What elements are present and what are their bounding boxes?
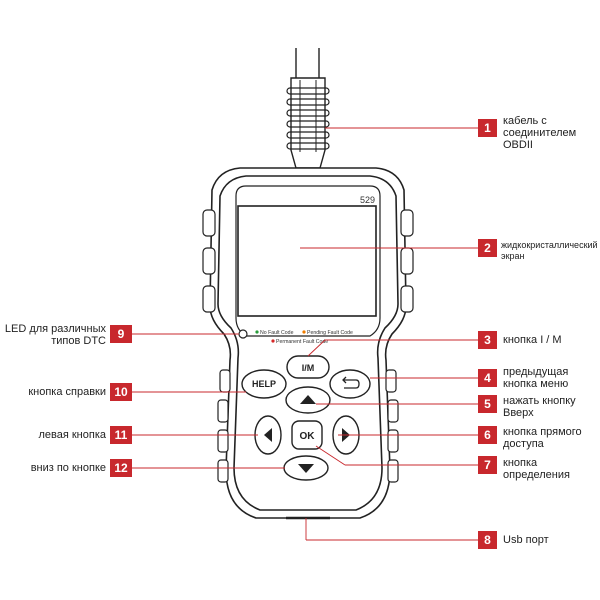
badge-8: 8 — [484, 533, 491, 547]
obd-cable — [290, 48, 326, 169]
down-arrow-icon — [298, 464, 314, 473]
badge-5: 5 — [484, 397, 491, 411]
callout-badges — [110, 119, 497, 549]
led-green-dot — [255, 330, 259, 334]
ok-button-label: OK — [300, 431, 316, 442]
down-button[interactable] — [283, 455, 329, 481]
badge-9: 9 — [118, 327, 125, 341]
badge-2: 2 — [484, 241, 491, 255]
left-button[interactable] — [254, 415, 282, 455]
callout-9-label: LED для различных типов DTC — [4, 323, 106, 347]
left-arrow-icon — [264, 428, 272, 442]
badge-6: 6 — [484, 428, 491, 442]
lcd-screen — [237, 205, 377, 317]
callout-6-label: кнопка прямого доступа — [503, 426, 582, 450]
callout-10-label: кнопка справки — [28, 386, 106, 398]
badge-11: 11 — [115, 428, 128, 442]
callout-4-label: предыдущая кнопка меню — [503, 366, 569, 390]
badge-4: 4 — [484, 371, 491, 385]
back-arrow-icon — [342, 376, 360, 389]
led-orange-dot — [302, 330, 306, 334]
ok-button[interactable]: OK — [291, 420, 323, 450]
im-button-label: I/M — [302, 363, 315, 373]
no-fault-label: No Fault Code — [260, 330, 294, 336]
callout-3-label: кнопка I / M — [503, 334, 562, 346]
model-number: 529 — [360, 195, 375, 205]
help-button-label: HELP — [252, 379, 276, 389]
up-button[interactable] — [285, 386, 331, 414]
side-grips — [202, 209, 414, 483]
im-button[interactable]: I/M — [286, 355, 330, 379]
callout-11-label: левая кнопка — [38, 429, 106, 441]
pending-fault-label: Pending Fault Code — [307, 330, 353, 336]
callout-8-label: Usb порт — [503, 534, 549, 546]
badge-1: 1 — [484, 121, 491, 135]
cable-ridges — [286, 87, 330, 150]
led-indicator — [238, 329, 248, 339]
badge-7: 7 — [484, 458, 491, 472]
led-red-dot — [271, 339, 275, 343]
badge-10: 10 — [114, 385, 128, 399]
callout-5-label: нажать кнопку Вверх — [503, 395, 576, 419]
callout-12-label: вниз по кнопке — [30, 462, 106, 474]
callout-1-label: кабель с соединителем OBDII — [503, 115, 577, 151]
leader-lines — [132, 127, 478, 541]
callout-2-label: жидкокристаллический экран — [501, 240, 598, 261]
badge-12: 12 — [114, 461, 128, 475]
badge-3: 3 — [484, 333, 491, 347]
callout-7-label: кнопка определения — [503, 457, 570, 481]
up-arrow-icon — [300, 395, 316, 404]
help-button[interactable]: HELP — [241, 369, 287, 399]
permanent-fault-label: Permanent Fault Code — [276, 339, 328, 345]
back-button[interactable] — [329, 369, 371, 399]
